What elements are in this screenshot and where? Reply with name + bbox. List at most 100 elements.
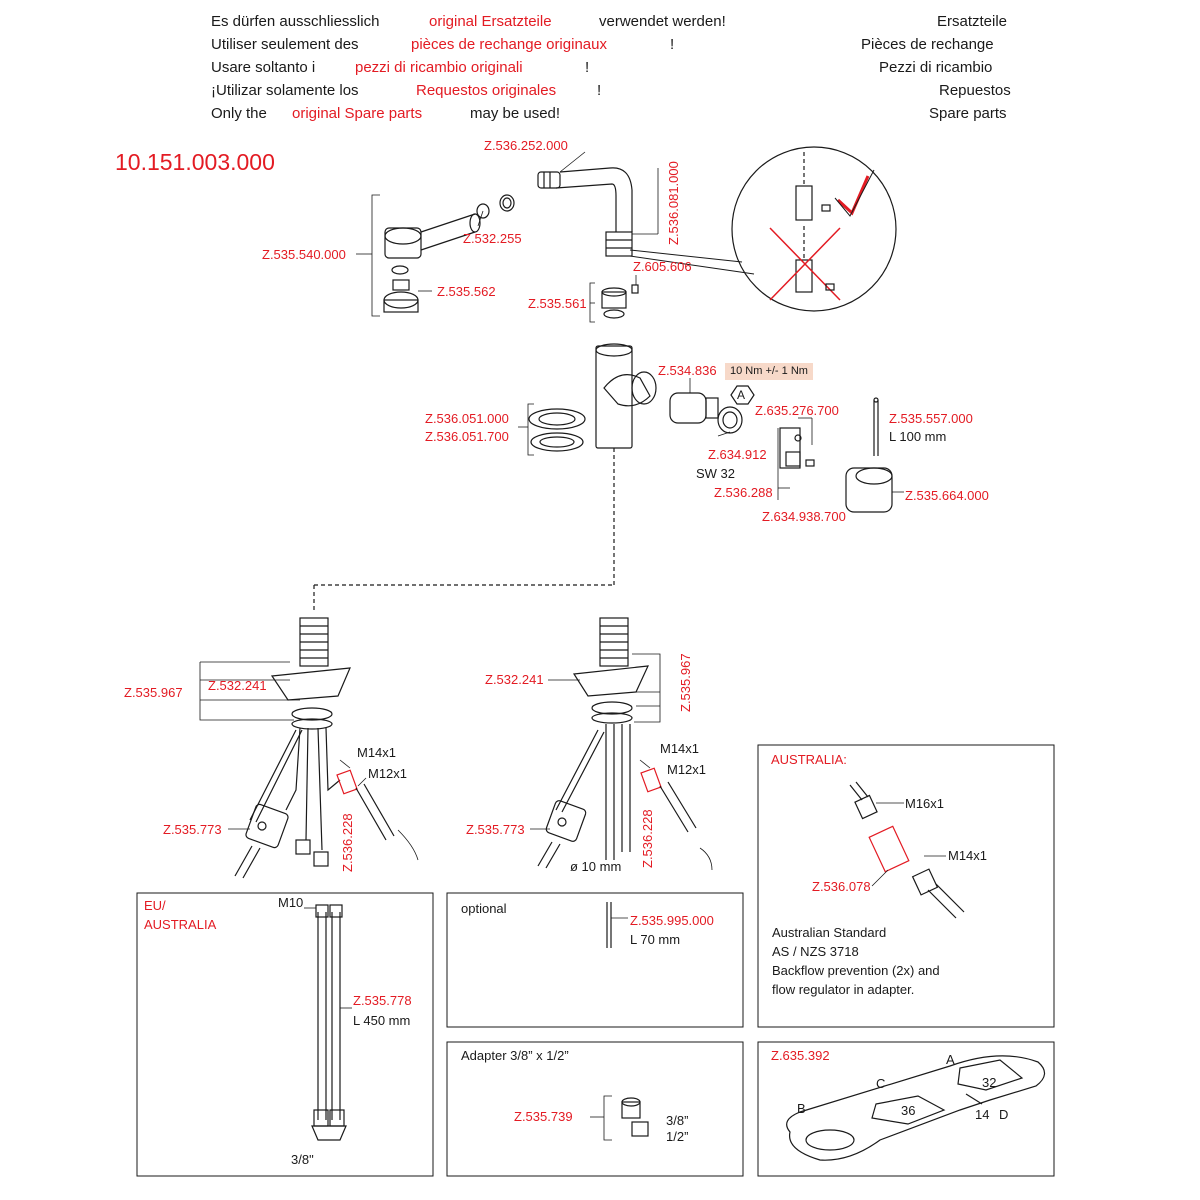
optional-rod-drawing [606, 902, 628, 948]
wrench-size: 14 [975, 1107, 990, 1122]
thread-label: M14x1 [660, 741, 700, 756]
header-row-2-right: Pièces de rechange [861, 36, 994, 53]
part-label: Z.536.051.000 [425, 411, 509, 426]
australia-note-line: Australian Standard [772, 925, 887, 940]
diverter-drawing [356, 194, 515, 317]
wrench-size: 32 [982, 1075, 997, 1090]
marker-a: A [737, 388, 746, 402]
part-label: Z.535.739 [514, 1109, 573, 1124]
header-row-1-highlight: original Ersatzteile [429, 13, 552, 30]
australia-note-line: Backflow prevention (2x) and [772, 963, 940, 978]
part-label: Z.634.938.700 [762, 509, 846, 524]
header-row-1-right: Ersatzteile [937, 13, 1008, 30]
detail-magnifier [629, 146, 897, 312]
australia-note-line: AS / NZS 3718 [772, 944, 859, 959]
spout-drawing [537, 151, 659, 257]
australia-box-title: AUSTRALIA: [771, 752, 847, 767]
thread-label: 1/2” [666, 1129, 689, 1144]
thread-label: 3/8” [666, 1113, 689, 1128]
part-label: Z.535.773 [466, 822, 525, 837]
part-label: Z.535.557.000 [889, 411, 973, 426]
header-row-5-highlight: original Spare parts [292, 105, 423, 122]
header-row-4-prefix: ¡Utilizar solamente los [211, 82, 359, 99]
australia-note: Australian Standard AS / NZS 3718 Backfl… [772, 923, 940, 999]
wrench-box-frame [757, 1041, 1055, 1177]
thread-label: M14x1 [948, 848, 988, 863]
wrench-letter: C [876, 1076, 886, 1091]
wrench-box-title: Z.635.392 [771, 1048, 830, 1063]
part-label-vertical: Z.535.967 [678, 653, 693, 712]
header-row-5-right: Spare parts [929, 105, 1007, 122]
eu-box-title-line2: AUSTRALIA [144, 917, 217, 932]
wrench-letter: B [797, 1101, 806, 1116]
part-label: Z.535.967 [124, 685, 183, 700]
thread-label: 3/8" [291, 1152, 314, 1167]
header-row-2-suffix: ! [670, 36, 675, 53]
australia-note-line: flow regulator in adapter. [772, 982, 915, 997]
middle-mounting-drawing [530, 617, 713, 871]
australia-box-frame [757, 744, 1055, 1028]
eu-box-title-line1: EU/ [144, 898, 166, 913]
header-row-5-suffix: may be used! [470, 105, 561, 122]
header-row-4-right: Repuestos [939, 82, 1011, 99]
part-label: Z.536.078 [812, 879, 871, 894]
eu-box-frame [136, 892, 434, 1177]
part-label-vertical: Z.536.228 [340, 813, 355, 872]
australia-adapter-drawing [849, 781, 965, 919]
article-number: 10.151.003.000 [115, 149, 275, 175]
wrench-size: 36 [901, 1103, 916, 1118]
part-label: Z.532.241 [208, 678, 267, 693]
length-label: L 450 mm [353, 1013, 411, 1028]
part-label: Z.532.255 [463, 231, 522, 246]
part-label: Z.532.241 [485, 672, 544, 687]
part-label: Z.535.540.000 [262, 247, 346, 262]
optional-box-title: optional [461, 901, 507, 916]
part-label: Z.535.561 [528, 296, 587, 311]
header-row-3-right: Pezzi di ricambio [879, 59, 993, 76]
part-label: Z.536.252.000 [484, 138, 568, 153]
cartridge-drawing [669, 378, 755, 437]
part-label-vertical: Z.536.228 [640, 809, 655, 868]
part-label: Z.535.773 [163, 822, 222, 837]
part-label: Z.605.606 [633, 259, 692, 274]
wrench-letter: A [946, 1052, 955, 1067]
header-row-1-prefix: Es dürfen ausschliesslich [211, 13, 380, 30]
length-label: L 70 mm [630, 932, 681, 947]
header-row-2-highlight: pièces de rechange originaux [411, 36, 607, 53]
part-label: Z.635.276.700 [755, 403, 839, 418]
left-mounting-drawing [199, 617, 419, 879]
handle-drawing [777, 397, 904, 513]
length-label: L 100 mm [889, 429, 947, 444]
thread-label: M12x1 [368, 766, 408, 781]
part-label-vertical: Z.536.081.000 [666, 161, 681, 245]
thread-label: M14x1 [357, 745, 397, 760]
spout-nut-drawing [589, 275, 639, 323]
thread-label: M12x1 [667, 762, 707, 777]
adapter-box-frame [446, 1041, 744, 1177]
header-row-5-prefix: Only the [211, 105, 267, 122]
part-label: Z.536.288 [714, 485, 773, 500]
part-label: Z.535.778 [353, 993, 412, 1008]
wrench-letter: D [999, 1107, 1009, 1122]
eu-hoses-drawing [304, 904, 352, 1141]
part-label: Z.535.664.000 [905, 488, 989, 503]
diameter-label: ø 10 mm [570, 859, 622, 874]
header-row-1-suffix: verwendet werden! [599, 13, 726, 30]
part-label: Z.534.836 [658, 363, 717, 378]
part-label: Z.536.051.700 [425, 429, 509, 444]
part-label: Z.535.562 [437, 284, 496, 299]
body-drawing [313, 343, 657, 610]
header-row-3-prefix: Usare soltanto i [211, 59, 316, 76]
adapter-box-title: Adapter 3/8” x 1/2” [461, 1048, 569, 1063]
optional-box-frame [446, 892, 744, 1028]
wrench-drawing [786, 1055, 1046, 1161]
header-row-2-prefix: Utiliser seulement des [211, 36, 359, 53]
header-row-4-suffix: ! [597, 82, 602, 99]
part-label: Z.634.912 [708, 447, 767, 462]
thread-label: M16x1 [905, 796, 945, 811]
torque-badge: 10 Nm +/- 1 Nm [725, 363, 813, 380]
thread-label: M10 [278, 895, 304, 910]
adapter-drawing [590, 1095, 649, 1141]
header-row-3-highlight: pezzi di ricambio originali [355, 59, 523, 76]
